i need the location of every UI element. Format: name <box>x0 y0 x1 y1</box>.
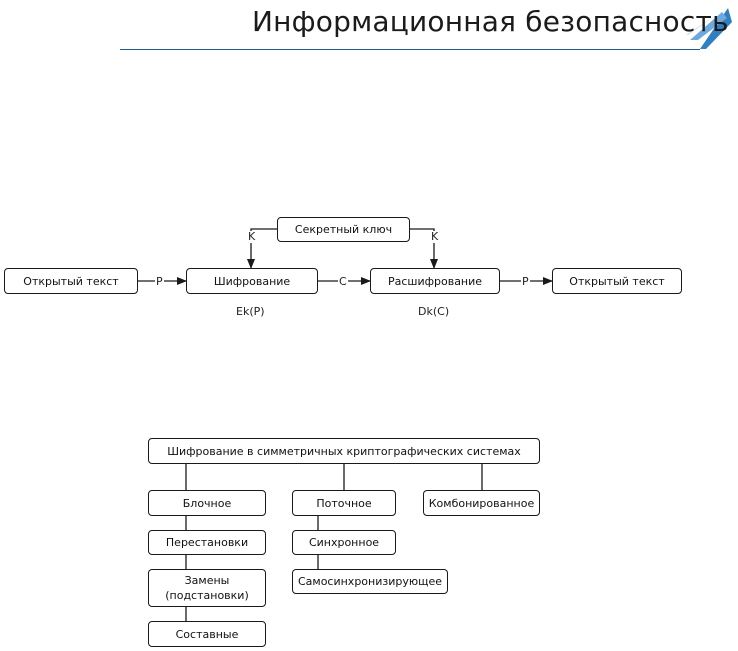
stream-cipher-box: Поточное <box>292 490 396 516</box>
secret-key-box: Секретный ключ <box>277 217 410 242</box>
label-c-ciphertext: C <box>338 275 348 288</box>
label-p-output: P <box>521 275 530 288</box>
composite-box: Составные <box>148 621 266 647</box>
decryption-label: Расшифрование <box>387 274 483 288</box>
composite-label: Составные <box>175 627 239 641</box>
substitutions-label-line2: (подстановки) <box>165 589 249 602</box>
block-cipher-box: Блочное <box>148 490 266 516</box>
tree-root-label: Шифрование в симметричных криптографичес… <box>167 444 521 458</box>
stream-cipher-label: Поточное <box>316 496 372 510</box>
decryption-box: Расшифрование <box>370 268 500 294</box>
synchronous-box: Синхронное <box>292 530 396 555</box>
encryption-box: Шифрование <box>186 268 318 294</box>
self-synchronizing-label: Самосинхронизирующее <box>297 575 443 588</box>
substitutions-box: Замены (подстановки) <box>148 569 266 607</box>
decryption-function: Dk(C) <box>418 305 450 318</box>
encryption-label: Шифрование <box>213 274 291 288</box>
self-synchronizing-box: Самосинхронизирующее <box>292 569 448 594</box>
arrow-key-to-decrypt <box>410 228 438 269</box>
arrow-key-to-encrypt <box>247 228 277 269</box>
header-banner <box>120 8 732 50</box>
permutations-label: Перестановки <box>165 536 249 549</box>
plaintext-out-box: Открытый текст <box>552 268 682 294</box>
tree-root-box: Шифрование в симметричных криптографичес… <box>148 438 540 464</box>
secret-key-label: Секретный ключ <box>294 223 393 236</box>
permutations-box: Перестановки <box>148 530 266 555</box>
encryption-function: Ek(P) <box>236 305 265 318</box>
label-p-input: P <box>155 275 164 288</box>
block-cipher-label: Блочное <box>182 496 232 510</box>
plaintext-in-box: Открытый текст <box>4 268 138 294</box>
page-title: Информационная безопасность <box>252 5 729 38</box>
plaintext-out-label: Открытый текст <box>569 274 665 288</box>
label-k-encrypt: K <box>247 230 257 243</box>
combined-cipher-box: Комбонированное <box>423 490 540 516</box>
label-k-decrypt: K <box>430 230 440 243</box>
synchronous-label: Синхронное <box>308 536 380 549</box>
substitutions-label-line1: Замены <box>184 574 230 587</box>
plaintext-in-label: Открытый текст <box>23 274 119 288</box>
combined-cipher-label: Комбонированное <box>428 496 535 510</box>
